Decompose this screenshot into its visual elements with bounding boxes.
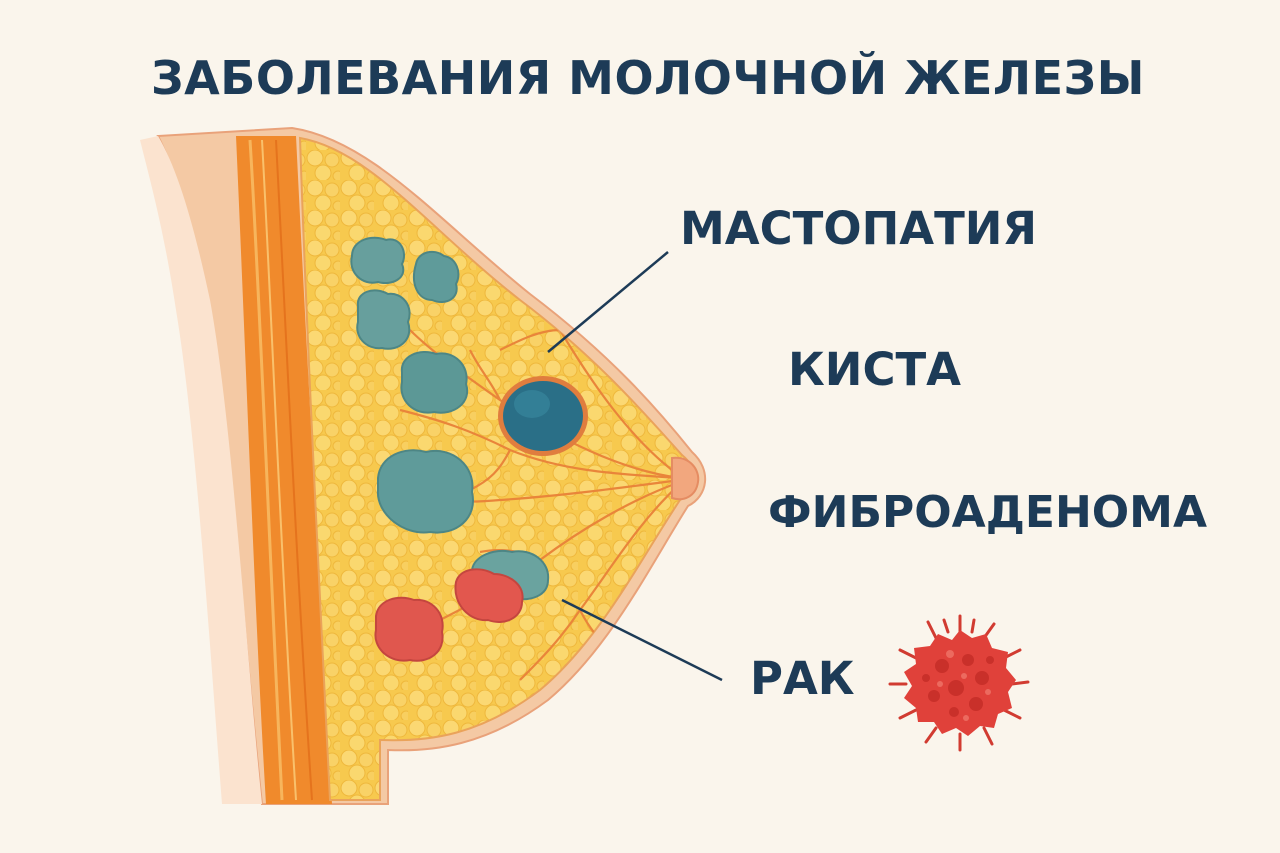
label-cyst: КИСТА — [788, 343, 961, 396]
cancer-lump — [374, 568, 524, 662]
label-fibroadenoma: ФИБРОАДЕНОМА — [768, 487, 1208, 538]
mastopathy-nodule — [350, 236, 550, 601]
cancer-cell-icon — [888, 614, 1030, 752]
cyst-icon — [498, 376, 588, 456]
nipple — [671, 456, 700, 501]
label-cancer: РАК — [750, 652, 855, 705]
label-mastopathy: МАСТОПАТИЯ — [680, 202, 1038, 255]
mastopathy-pointer — [547, 251, 669, 353]
cancer-pointer — [561, 598, 723, 682]
page-title: ЗАБОЛЕВАНИЯ МОЛОЧНОЙ ЖЕЛЕЗЫ — [151, 51, 1145, 105]
chest-skin — [140, 136, 262, 804]
